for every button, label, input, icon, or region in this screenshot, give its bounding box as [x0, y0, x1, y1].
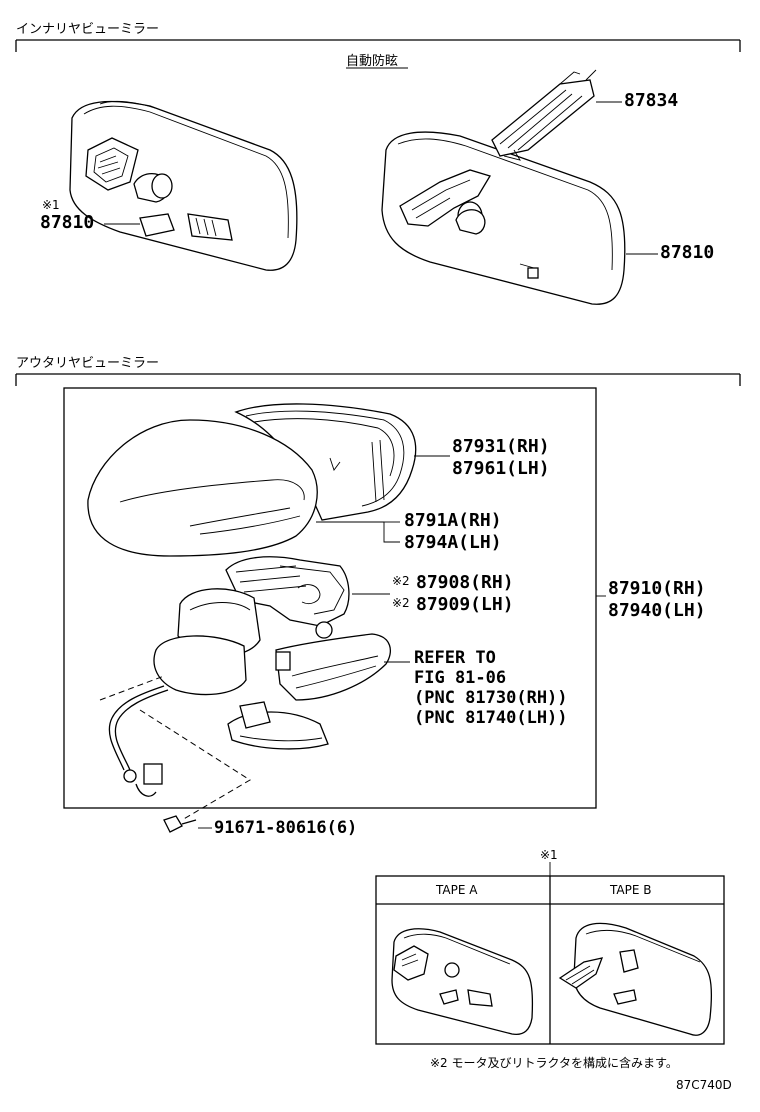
assembly-dashed-lines — [99, 675, 251, 821]
motor-note-mark-lh: ※2 — [392, 596, 410, 610]
auto-dimming-label: 自動防眩 — [346, 54, 399, 69]
part-number-8791a-rh[interactable]: 8791A(RH) — [404, 510, 502, 531]
refer-to-fig-link[interactable]: FIG 81-06 — [414, 668, 507, 688]
part-number-87810-left[interactable]: 87810 — [40, 212, 95, 233]
tape-a-mirror-drawing — [391, 928, 534, 1036]
refer-pnc-lh: (PNC 81740(LH)) — [414, 708, 568, 728]
part-number-87908-rh[interactable]: 87908(RH) — [416, 572, 514, 593]
screw-drawing — [163, 815, 212, 833]
part-number-87940-lh[interactable]: 87940(LH) — [608, 600, 706, 621]
outer-section-title: アウタリヤビューミラー — [16, 356, 160, 371]
part-number-87834[interactable]: 87834 — [624, 90, 679, 111]
part-number-87910-rh[interactable]: 87910(RH) — [608, 578, 706, 599]
tape-table-mark: ※1 — [540, 848, 558, 862]
turn-signal-lamp-drawing — [275, 633, 392, 701]
outer-leaders — [316, 455, 606, 597]
tape-table — [375, 862, 725, 1045]
tape-a-header: TAPE A — [436, 883, 478, 897]
tape-b-mirror-drawing — [558, 922, 713, 1036]
part-number-87961-lh[interactable]: 87961(LH) — [452, 458, 550, 479]
outer-mirror-box — [63, 387, 597, 809]
refer-pnc-rh: (PNC 81730(RH)) — [414, 688, 568, 708]
inner-mirror-right-drawing — [381, 69, 626, 305]
refer-to-line-1: REFER TO — [414, 648, 496, 668]
tape-note-mark: ※1 — [42, 198, 60, 212]
wire-harness-drawing — [108, 685, 169, 797]
inner-section-title: インナリヤビューミラー — [16, 22, 160, 37]
tape-b-header: TAPE B — [610, 883, 652, 897]
outer-mirror-housing-drawing — [87, 403, 417, 557]
part-number-87909-lh[interactable]: 87909(LH) — [416, 594, 514, 615]
part-number-screw[interactable]: 91671-80616(6) — [214, 818, 358, 838]
part-number-87810-right[interactable]: 87810 — [660, 242, 715, 263]
motor-note-mark-rh: ※2 — [392, 574, 410, 588]
footnote: ※2 モータ及びリトラクタを構成に含みます。 — [430, 1056, 678, 1070]
outer-section-bracket — [15, 373, 741, 386]
part-number-8794a-lh[interactable]: 8794A(LH) — [404, 532, 502, 553]
inner-section-bracket — [15, 39, 741, 52]
retractor-motor-drawing — [153, 556, 350, 696]
lower-cover-drawing — [227, 701, 329, 750]
inner-mirror-left-drawing — [69, 100, 298, 271]
figure-code: 87C740D — [676, 1078, 732, 1092]
part-number-87931-rh[interactable]: 87931(RH) — [452, 436, 550, 457]
